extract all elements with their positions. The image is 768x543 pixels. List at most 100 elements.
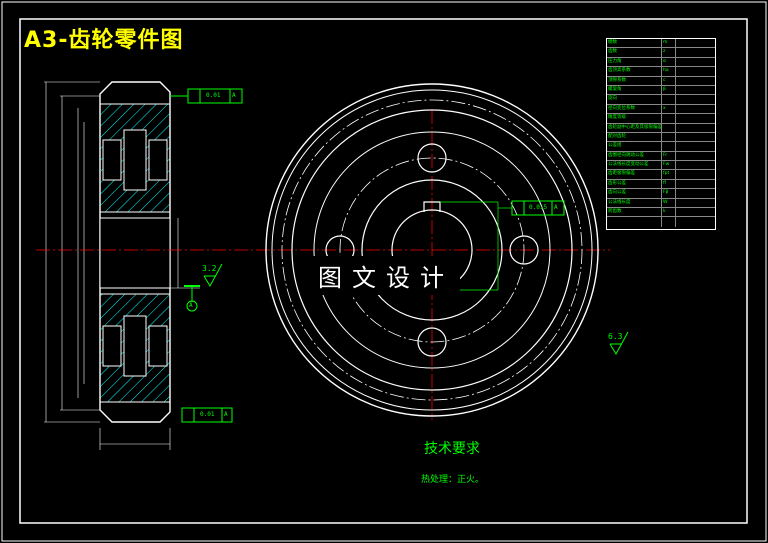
drawing-title: A3-齿轮零件图 — [24, 28, 184, 53]
param-name: 齿顶高系数 — [607, 67, 662, 76]
param-value — [676, 208, 715, 216]
datum-letter-symbol: A — [189, 302, 193, 309]
param-name: 公法线长度变动公差 — [607, 161, 662, 170]
param-value — [676, 95, 715, 103]
param-symbol: ha — [662, 67, 676, 76]
param-name — [607, 217, 662, 227]
param-name: 顶隙系数 — [607, 76, 662, 85]
param-value — [676, 77, 715, 85]
tech-requirements-text: 热处理：正火。 — [421, 475, 485, 485]
param-value — [676, 161, 715, 169]
roughness-value-1: 3.2 — [202, 264, 217, 273]
param-symbol: Fr — [662, 151, 676, 161]
inner-border — [19, 18, 748, 524]
param-name: 径向变位系数 — [607, 104, 662, 114]
tolerance-frame-top — [170, 88, 243, 104]
param-name: 跨齿数 — [607, 208, 662, 217]
param-name: 齿向公差 — [607, 189, 662, 198]
tolerance-frame-right — [511, 200, 565, 216]
param-symbol: x — [662, 104, 676, 114]
tolerance-value-top: 0.01 — [206, 92, 221, 99]
param-name: 齿轮副中心距及其极限偏差 — [607, 123, 662, 132]
param-value — [676, 58, 715, 66]
param-row: 配对齿轮 — [607, 132, 715, 143]
param-symbol — [662, 114, 676, 123]
param-symbol — [662, 217, 676, 227]
watermark-text: 图文设计 — [312, 256, 460, 295]
param-value — [676, 199, 715, 207]
param-name: 公差组 — [607, 142, 662, 151]
gear-section-view — [44, 81, 200, 450]
param-symbol: z — [662, 48, 676, 57]
param-name: 旋向 — [607, 95, 662, 104]
param-name: 公法线长度 — [607, 198, 662, 208]
param-value — [676, 48, 715, 56]
gear-front-view — [265, 83, 599, 417]
param-value — [676, 152, 715, 160]
roughness-symbol-1 — [203, 263, 223, 288]
param-value — [676, 180, 715, 188]
param-value — [676, 39, 715, 47]
param-value — [676, 189, 715, 197]
param-name: 齿数 — [607, 48, 662, 57]
param-symbol — [662, 142, 676, 151]
datum-letter-right: A — [554, 204, 558, 211]
param-row — [607, 217, 715, 227]
param-symbol: β — [662, 85, 676, 95]
param-value — [676, 105, 715, 113]
param-symbol: W — [662, 198, 676, 208]
param-symbol: ff — [662, 179, 676, 189]
datum-letter-top: A — [232, 92, 236, 99]
param-name: 齿圈径向跳动公差 — [607, 151, 662, 161]
param-value — [676, 67, 715, 75]
param-row: 旋向 — [607, 95, 715, 105]
param-value — [676, 142, 715, 150]
tolerance-value-bottom: 0.01 — [200, 411, 215, 418]
param-row: 齿轮副中心距及其极限偏差 — [607, 123, 715, 133]
param-symbol: fpt — [662, 170, 676, 179]
param-row: 公差组 — [607, 142, 715, 152]
tech-requirements-title: 技术要求 — [424, 441, 480, 457]
param-symbol: Fβ — [662, 189, 676, 198]
param-symbol — [662, 123, 676, 132]
roughness-symbol-2 — [609, 331, 629, 356]
param-symbol: c — [662, 76, 676, 85]
param-symbol: Fw — [662, 161, 676, 170]
param-name: 螺旋角 — [607, 85, 662, 95]
param-name: 配对齿轮 — [607, 132, 662, 142]
param-value — [676, 114, 715, 122]
roughness-value-2: 6.3 — [608, 332, 623, 341]
datum-symbol — [184, 285, 200, 312]
tolerance-value-right: 0.015 — [529, 204, 548, 211]
param-value — [676, 86, 715, 94]
datum-letter-bottom: A — [224, 411, 228, 418]
param-symbol — [662, 132, 676, 142]
param-name: 齿距极限偏差 — [607, 170, 662, 179]
param-symbol — [662, 95, 676, 104]
param-name: 模数 — [607, 39, 662, 48]
param-value — [676, 124, 715, 132]
param-symbol: m — [662, 39, 676, 48]
param-symbol: α — [662, 57, 676, 67]
param-name: 压力角 — [607, 57, 662, 67]
param-symbol: k — [662, 208, 676, 217]
param-row: 精度等级 — [607, 114, 715, 124]
param-name: 齿形公差 — [607, 179, 662, 189]
param-value — [676, 170, 715, 178]
